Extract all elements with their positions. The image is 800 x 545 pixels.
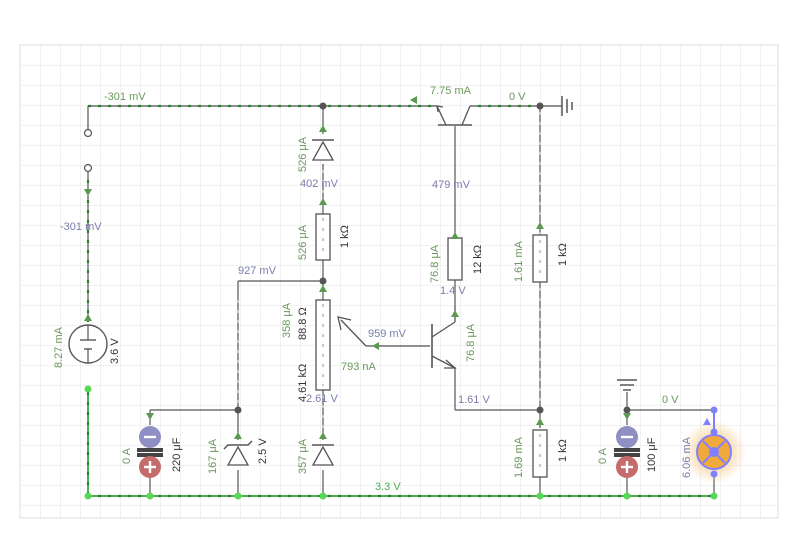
label-c1-value: 220 μF (171, 437, 183, 472)
label-v-gnd-right: 0 V (662, 394, 679, 406)
label-r1-value: 1 kΩ (339, 225, 351, 248)
label-v-wiper: 959 mV (368, 328, 407, 340)
label-i-zener: 167 μA (207, 438, 219, 474)
resistor-r-right[interactable] (532, 234, 548, 283)
ground-symbol-top (561, 96, 573, 116)
label-i-wiper: 793 nA (341, 361, 377, 373)
label-i-q2-collector: 76.8 μA (465, 323, 477, 362)
label-v-r12k-bottom: 1.4 V (440, 285, 466, 297)
label-v-q1-base: 479 mV (432, 179, 471, 191)
grid-background (19, 44, 779, 519)
label-i-r-right: 1.61 mA (513, 240, 525, 282)
label-v-q2-emitter: 1.61 V (458, 394, 490, 406)
label-i-d2: 357 μA (297, 438, 309, 474)
label-i-r-bottom: 1.69 mA (513, 436, 525, 478)
label-i-lamp: 6.06 mA (681, 436, 693, 478)
nodes (84, 102, 718, 500)
capacitor-c2[interactable] (614, 426, 640, 478)
capacitor-c1[interactable] (137, 426, 163, 478)
resistor-12k[interactable] (447, 237, 463, 281)
ground-symbol-right (617, 379, 637, 391)
label-r-right-value: 1 kΩ (557, 243, 569, 266)
diode-d2[interactable] (311, 444, 335, 466)
label-r-bottom-value: 1 kΩ (557, 439, 569, 462)
label-v-d1-bottom: 402 mV (300, 178, 339, 190)
label-i-q1-emitter: 7.75 mA (430, 85, 472, 97)
potentiometer[interactable] (315, 299, 367, 391)
resistor-r1[interactable] (315, 213, 331, 261)
current-arrow-lamp (703, 418, 711, 425)
label-v-left: -301 mV (60, 221, 102, 233)
label-pot-value-top: 88.8 Ω (297, 307, 309, 340)
wires (86, 104, 715, 498)
label-v-top-left: -301 mV (104, 91, 146, 103)
diode-d1[interactable] (311, 139, 335, 161)
label-i-source: 8.27 mA (53, 326, 65, 368)
label-c2-value: 100 μF (646, 437, 658, 472)
label-v-gnd-top: 0 V (509, 91, 526, 103)
current-arrows (84, 96, 631, 439)
label-i-d1: 526 μA (297, 136, 309, 172)
label-i-pot: 358 μA (281, 302, 293, 338)
label-v-bottom-rail: 3.3 V (375, 481, 401, 493)
label-i-r1: 526 μA (297, 224, 309, 260)
resistor-r-bottom[interactable] (532, 429, 548, 478)
label-v-pot-bottom: 2.61 V (306, 393, 338, 405)
label-r12k-value: 12 kΩ (472, 245, 484, 274)
label-i-c2: 0 A (597, 447, 609, 464)
zener-diode[interactable] (223, 440, 253, 466)
label-i-r12k: 76.8 μA (429, 244, 441, 283)
dc-source-3v6[interactable] (68, 324, 108, 364)
lamp[interactable] (682, 406, 746, 485)
label-source-value: 3.6 V (109, 338, 121, 364)
switch[interactable] (83, 128, 93, 173)
transistor-q1[interactable] (436, 105, 472, 126)
label-zener-value: 2.5 V (257, 438, 269, 464)
label-pot-value-bottom: 4.61 kΩ (297, 364, 309, 402)
labels: -301 mV -301 mV 8.27 mA 3.6 V 7.75 mA 0 … (53, 85, 693, 493)
label-i-c1: 0 A (121, 447, 133, 464)
label-v-mid: 927 mV (238, 265, 277, 277)
